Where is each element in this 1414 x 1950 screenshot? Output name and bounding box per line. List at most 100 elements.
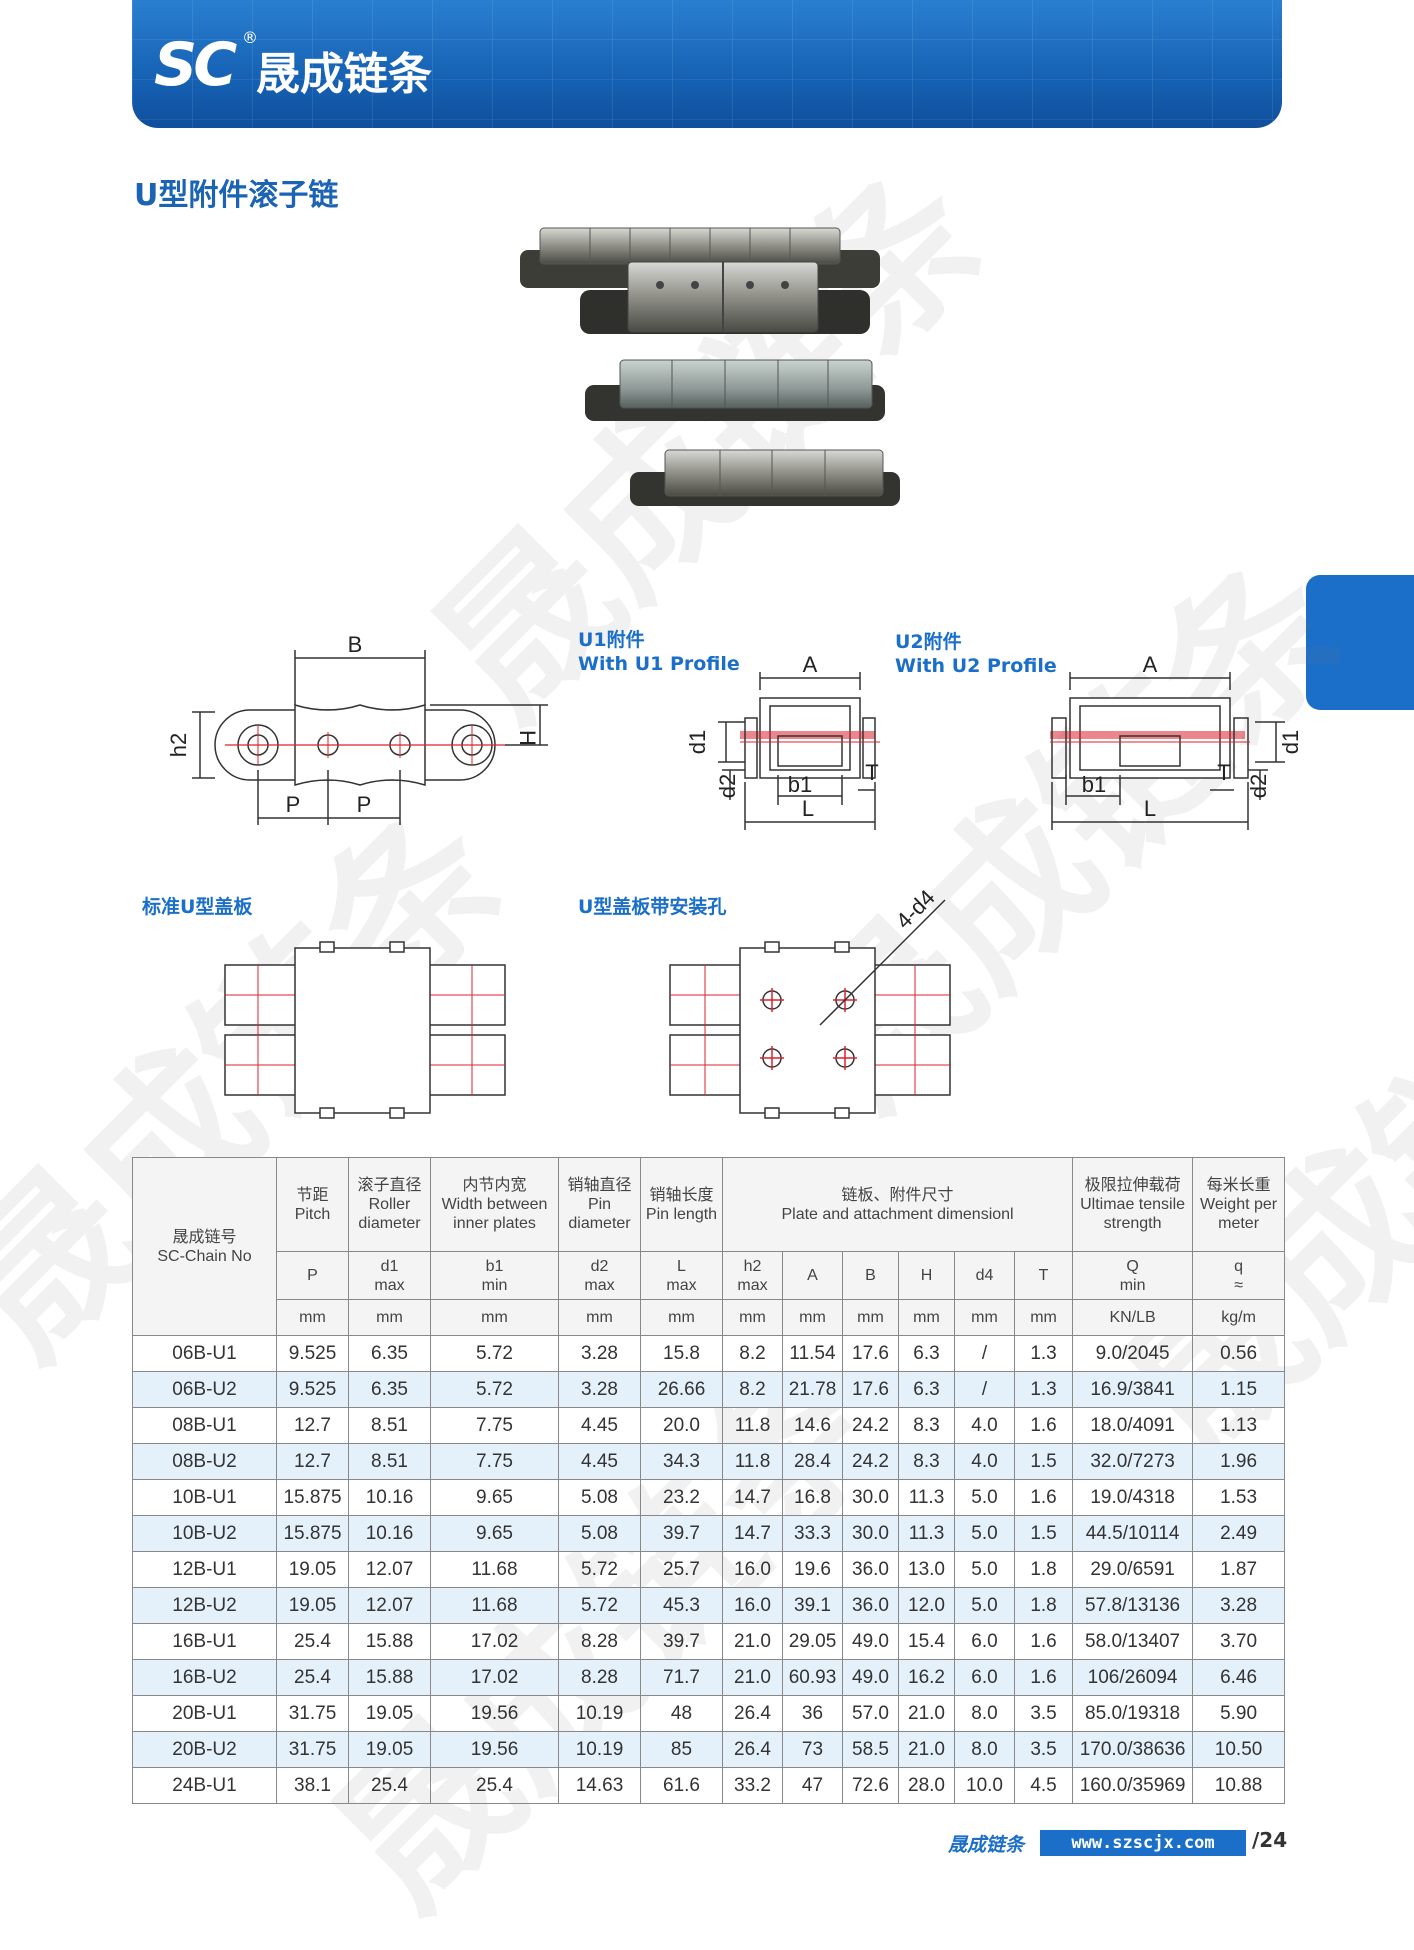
unit-cell: mm — [782, 1299, 843, 1336]
value-cell: 16.0 — [722, 1587, 783, 1624]
value-cell: 106/26094 — [1072, 1659, 1194, 1696]
value-cell: 5.0 — [954, 1515, 1015, 1552]
value-cell: 48 — [640, 1695, 723, 1732]
value-cell: 38.1 — [276, 1767, 349, 1804]
value-cell: 11.8 — [722, 1443, 783, 1480]
value-cell: 4.5 — [1013, 1767, 1074, 1804]
value-cell: 73 — [782, 1731, 843, 1768]
value-cell: 8.3 — [898, 1443, 955, 1480]
group-en: Pitch — [294, 1205, 331, 1223]
value-cell: 47 — [782, 1767, 843, 1804]
registered-mark: ® — [242, 28, 258, 47]
dim-p2-label: P — [357, 792, 372, 817]
value-cell: 3.5 — [1013, 1731, 1074, 1768]
value-cell: 13.0 — [898, 1551, 955, 1588]
u2-profile-drawing — [1050, 672, 1285, 830]
value-cell: 6.3 — [898, 1371, 955, 1408]
u2-t-label: T — [1217, 760, 1230, 785]
value-cell: 15.88 — [348, 1623, 431, 1660]
value-cell: 2.49 — [1192, 1515, 1286, 1552]
value-cell: 8.2 — [722, 1335, 783, 1372]
value-cell: 11.68 — [430, 1587, 559, 1624]
chain-no-cell: 10B-U1 — [132, 1479, 277, 1516]
unit-cell: mm — [898, 1299, 955, 1336]
value-cell: 9.525 — [276, 1335, 349, 1372]
value-cell: 30.0 — [842, 1515, 899, 1552]
group-cn: 内节内宽 — [462, 1177, 527, 1194]
value-cell: 5.72 — [558, 1587, 641, 1624]
chain-strand-2 — [580, 261, 870, 334]
value-cell: 5.08 — [558, 1515, 641, 1552]
logo-text: 晟成链条 — [256, 49, 432, 100]
chain-no-cell: 12B-U2 — [132, 1587, 277, 1624]
value-cell: 8.28 — [558, 1659, 641, 1696]
u1-t-label: T — [865, 760, 878, 785]
symbol-header: T — [1013, 1251, 1074, 1300]
value-cell: 19.56 — [430, 1695, 559, 1732]
value-cell: 1.87 — [1192, 1551, 1286, 1588]
value-cell: 49.0 — [842, 1623, 899, 1660]
value-cell: 8.2 — [722, 1371, 783, 1408]
value-cell: 11.54 — [782, 1335, 843, 1372]
value-cell: 19.05 — [348, 1731, 431, 1768]
value-cell: 1.8 — [1013, 1587, 1074, 1624]
dim-h-label: H — [515, 730, 540, 746]
u2-d1-label: d1 — [1278, 730, 1303, 754]
value-cell: 14.63 — [558, 1767, 641, 1804]
value-cell: 30.0 — [842, 1479, 899, 1516]
value-cell: 10.50 — [1192, 1731, 1286, 1768]
value-cell: 15.875 — [276, 1479, 349, 1516]
value-cell: 45.3 — [640, 1587, 723, 1624]
value-cell: 61.6 — [640, 1767, 723, 1804]
symbol: d2 — [590, 1257, 609, 1275]
unit-cell: mm — [842, 1299, 899, 1336]
value-cell: 33.3 — [782, 1515, 843, 1552]
value-cell: 21.78 — [782, 1371, 843, 1408]
unit-cell: mm — [1013, 1299, 1074, 1336]
value-cell: 85.0/19318 — [1072, 1695, 1194, 1732]
chain-product-photo — [520, 227, 900, 506]
symbol-header: B — [842, 1251, 899, 1300]
value-cell: 4.45 — [558, 1443, 641, 1480]
value-cell: 6.0 — [954, 1623, 1015, 1660]
u1-a-label: A — [803, 652, 818, 677]
side-view-drawing — [192, 650, 548, 825]
value-cell: 5.72 — [558, 1551, 641, 1588]
page-number: /24 — [1252, 1828, 1288, 1852]
group-en: Plate and attachment dimensionl — [781, 1205, 1014, 1223]
value-cell: / — [954, 1371, 1015, 1408]
value-cell: 4.0 — [954, 1407, 1015, 1444]
value-cell: 19.05 — [276, 1587, 349, 1624]
footer-url[interactable]: www.szscjx.com — [1040, 1830, 1246, 1856]
value-cell: 7.75 — [430, 1407, 559, 1444]
chain-strand-3 — [585, 359, 885, 421]
value-cell: 1.6 — [1013, 1623, 1074, 1660]
value-cell: 49.0 — [842, 1659, 899, 1696]
u1-b1-label: b1 — [788, 772, 812, 797]
symbol-qualifier: max — [584, 1276, 615, 1294]
group-en: Weight per meter — [1200, 1196, 1278, 1232]
symbol: B — [865, 1267, 876, 1284]
value-cell: 16.2 — [898, 1659, 955, 1696]
header-banner: SC ® 晟成链条 — [132, 0, 1282, 128]
group-cn: 节距 — [296, 1186, 329, 1204]
symbol-qualifier: min — [481, 1276, 508, 1294]
value-cell: 10.19 — [558, 1731, 641, 1768]
value-cell: 5.0 — [954, 1479, 1015, 1516]
value-cell: 57.8/13136 — [1072, 1587, 1194, 1624]
value-cell: 17.02 — [430, 1623, 559, 1660]
value-cell: 5.08 — [558, 1479, 641, 1516]
value-cell: 28.4 — [782, 1443, 843, 1480]
value-cell: 11.8 — [722, 1407, 783, 1444]
symbol: b1 — [485, 1257, 504, 1275]
value-cell: 4.45 — [558, 1407, 641, 1444]
symbol-qualifier: max — [666, 1276, 697, 1294]
